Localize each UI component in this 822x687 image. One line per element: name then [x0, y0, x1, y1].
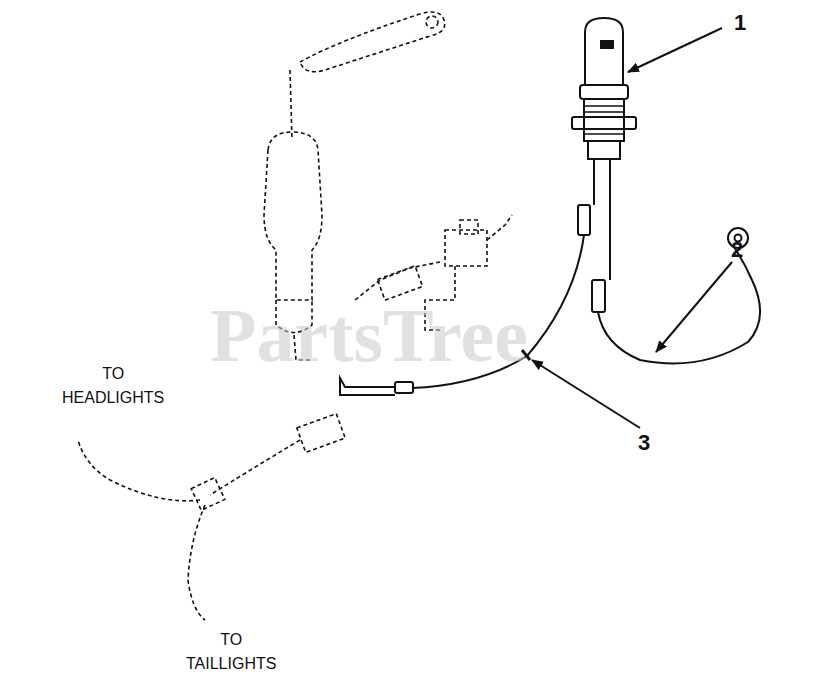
wire-destination: TO HEADLIGHTS — [62, 362, 164, 410]
callout-number: 3 — [638, 430, 650, 456]
wire-destination: TO TAILLIGHTS — [186, 628, 276, 676]
callout-number: 1 — [734, 10, 746, 36]
watermark: PartsTree — [210, 292, 528, 379]
callout-number: 2 — [731, 237, 743, 263]
